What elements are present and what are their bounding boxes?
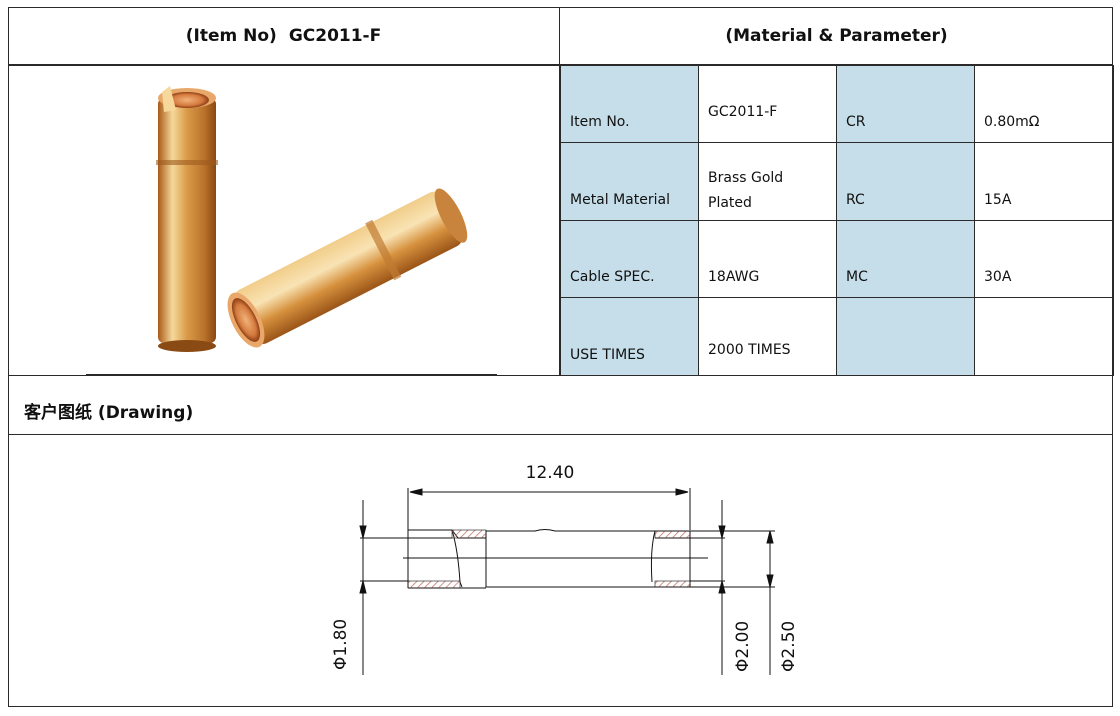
item-no-header: (Item No) GC2011-F — [8, 7, 559, 65]
table-row: Cable SPEC. 18AWG MC 30A — [560, 220, 1114, 298]
label-item-no: Item No. — [560, 65, 699, 143]
table-row: Metal Material Brass Gold Plated RC 15A — [560, 142, 1114, 221]
value-cable-spec: 18AWG — [698, 220, 837, 298]
hatch-bottom-right — [654, 580, 691, 588]
value-metal-material-line1: Brass Gold — [708, 170, 784, 186]
header-divider-right — [560, 64, 1113, 65]
table-row: Item No. GC2011-F CR 0.80mΩ — [560, 65, 1114, 143]
table-row: USE TIMES 2000 TIMES — [560, 297, 1114, 376]
label-rc: RC — [836, 142, 975, 221]
value-item-no: GC2011-F — [698, 65, 837, 143]
product-photo — [156, 86, 468, 352]
length-label: 12.40 — [526, 463, 575, 483]
spec-table: Item No. GC2011-F CR 0.80mΩ Metal Materi… — [560, 65, 1114, 376]
drawing-section-title: 客户图纸 (Drawing) — [24, 403, 194, 423]
label-metal-material: Metal Material — [560, 142, 699, 221]
column-divider — [559, 7, 560, 375]
vertical-socket — [156, 86, 218, 352]
technical-drawing: 12.40 Φ1.80 Φ2.00 Φ2.50 — [331, 463, 799, 675]
outer-diameter-label: Φ2.50 — [779, 621, 799, 672]
value-use-times: 2000 TIMES — [698, 297, 837, 376]
hatch-top-right — [654, 530, 691, 539]
label-cable-spec: Cable SPEC. — [560, 220, 699, 298]
value-metal-material-line2: Plated — [708, 195, 752, 211]
header-divider-left — [8, 64, 559, 66]
label-mc: MC — [836, 220, 975, 298]
material-parameter-header: (Material & Parameter) — [725, 26, 948, 46]
value-metal-material: Brass Gold Plated — [698, 142, 837, 221]
value-rc: 15A — [974, 142, 1114, 221]
drawing-title-divider — [8, 434, 1113, 435]
inner-diameter-label: Φ1.80 — [331, 619, 351, 670]
label-cr: CR — [836, 65, 975, 143]
item-no-prefix: (Item No) — [185, 26, 277, 46]
value-mc: 30A — [974, 220, 1114, 298]
value-empty — [974, 297, 1114, 376]
mid-diameter-label: Φ2.00 — [733, 621, 753, 672]
diagonal-socket — [227, 188, 468, 348]
hatch-top-left — [451, 529, 487, 539]
hatch-bottom-left — [407, 580, 461, 589]
value-cr: 0.80mΩ — [974, 65, 1114, 143]
label-empty — [836, 297, 975, 376]
item-no-value: GC2011-F — [288, 26, 382, 46]
label-use-times: USE TIMES — [560, 297, 699, 376]
section-divider — [8, 375, 1113, 376]
